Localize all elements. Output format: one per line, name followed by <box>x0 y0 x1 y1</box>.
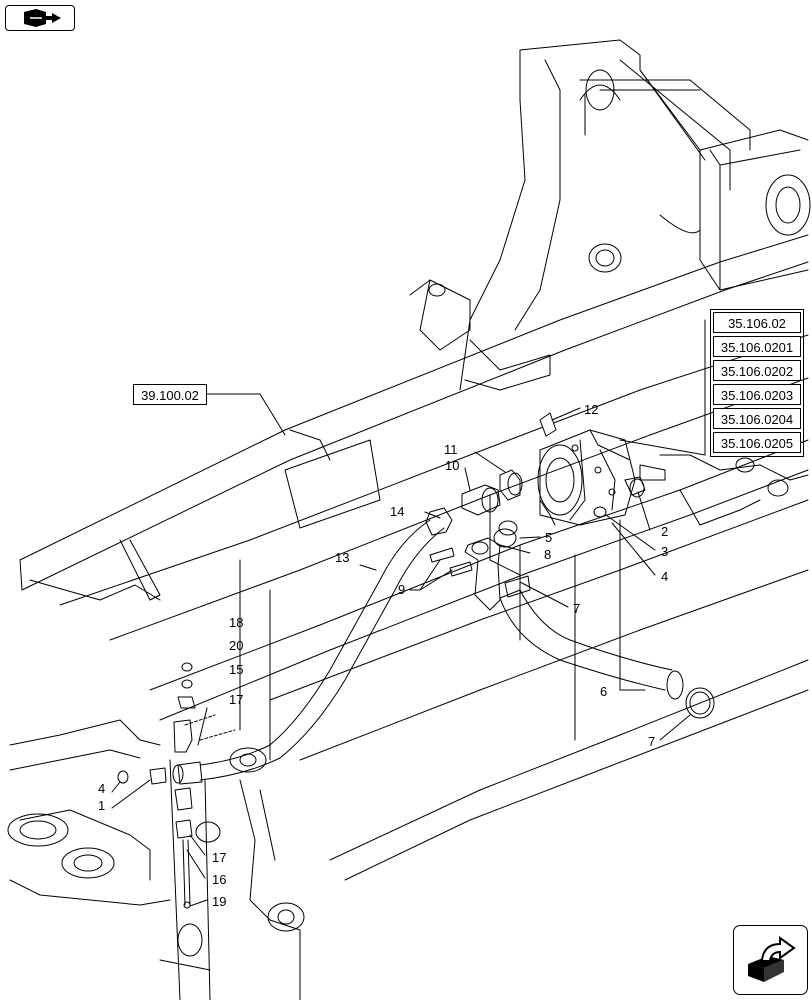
callout-c17b: 17 <box>212 850 227 865</box>
callout-c3: 3 <box>661 544 669 559</box>
callout-c7b: 7 <box>648 734 656 749</box>
callout-c16: 16 <box>212 872 227 887</box>
ref-link-35-106-02[interactable]: 35.106.02 <box>713 312 801 333</box>
right-side-bracket <box>639 454 809 526</box>
hydraulic-pump <box>537 412 636 526</box>
ref-link-39-100-02[interactable]: 39.100.02 <box>133 384 207 405</box>
callout-c2: 2 <box>661 524 669 539</box>
leader-lines <box>111 319 706 907</box>
callout-c9: 9 <box>398 582 406 597</box>
callout-c6: 6 <box>600 684 608 699</box>
callout-c18: 18 <box>229 615 244 630</box>
callout-c14: 14 <box>390 504 405 519</box>
callout-c7a: 7 <box>573 601 581 616</box>
callout-c11: 11 <box>444 442 458 457</box>
callout-c10: 10 <box>445 458 460 473</box>
hose-clamp-stack <box>173 662 196 909</box>
callout-c1: 1 <box>98 798 106 813</box>
callout-c17a: 17 <box>229 692 244 707</box>
callout-c12: 12 <box>584 402 599 417</box>
callout-c4a: 4 <box>98 781 106 796</box>
forward-arrow-icon[interactable] <box>733 925 808 995</box>
callout-c4b: 4 <box>661 569 669 584</box>
callout-c5: 5 <box>545 530 553 545</box>
ref-link-35-106-0201[interactable]: 35.106.0201 <box>713 336 801 357</box>
callout-c13: 13 <box>335 550 350 565</box>
pump-fittings <box>461 469 646 611</box>
ref-link-35-106-0203[interactable]: 35.106.0203 <box>713 384 801 405</box>
book-arrow-icon[interactable] <box>5 5 75 31</box>
pressure-hose <box>117 507 453 785</box>
callout-c8: 8 <box>544 547 552 562</box>
ref-link-35-106-0204[interactable]: 35.106.0204 <box>713 408 801 429</box>
ref-link-35-106-0205[interactable]: 35.106.0205 <box>713 432 801 453</box>
ref-link-group-35-106: 35.106.02 35.106.0201 35.106.0202 35.106… <box>710 309 804 457</box>
axle-pivot-bracket <box>7 719 305 1000</box>
flange-screws <box>429 520 518 577</box>
chassis-frame <box>19 234 809 881</box>
suction-hose <box>499 575 715 719</box>
callout-c20: 20 <box>229 638 244 653</box>
ref-link-35-106-0202[interactable]: 35.106.0202 <box>713 360 801 381</box>
rear-upright-frame <box>409 39 811 391</box>
callout-c15: 15 <box>229 662 244 677</box>
callout-c19: 19 <box>212 894 227 909</box>
